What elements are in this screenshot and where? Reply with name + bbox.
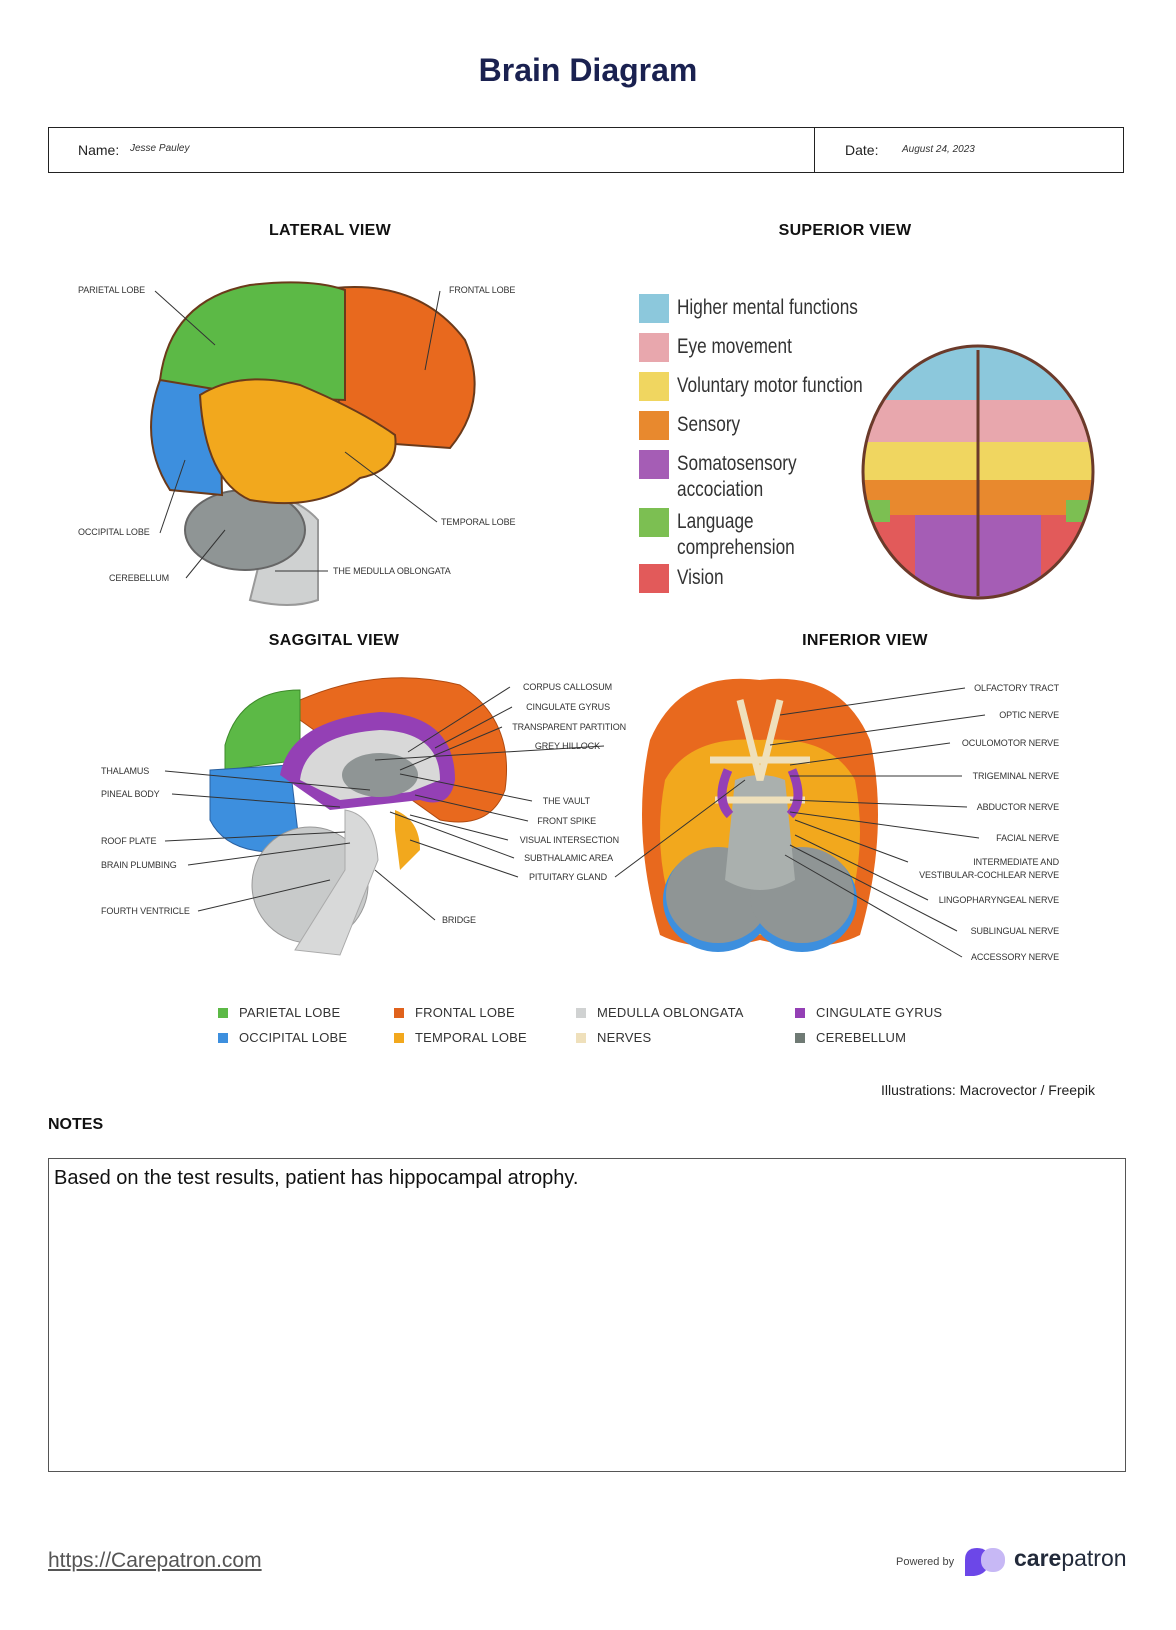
patient-info-box: Name: Jesse Pauley Date: August 24, 2023: [48, 127, 1124, 173]
label-pineal-body: PINEAL BODY: [101, 789, 160, 799]
carepatron-logo-icon: [965, 1548, 1005, 1576]
label-trigeminal-nerve: TRIGEMINAL NERVE: [972, 771, 1060, 781]
legend-label: CEREBELLUM: [816, 1030, 907, 1045]
label-front-spike: FRONT SPIKE: [537, 816, 596, 826]
brand-patron: patron: [1061, 1545, 1127, 1571]
legend-label: TEMPORAL LOBE: [415, 1030, 527, 1045]
carepatron-link[interactable]: https://Carepatron.com: [48, 1549, 262, 1572]
label-medulla-oblongata: THE MEDULLA OBLONGATA: [333, 566, 451, 576]
superior-legend-swatch: [639, 372, 669, 401]
legend-swatch: [795, 1008, 805, 1018]
name-label: Name:: [78, 142, 120, 158]
superior-legend-label: Language comprehension: [677, 510, 795, 559]
sagittal-view-heading: SAGGITAL VIEW: [268, 632, 400, 649]
superior-legend-swatch: [639, 450, 669, 479]
label-optic-nerve: OPTIC NERVE: [999, 710, 1059, 720]
superior-legend-swatch: [639, 564, 669, 593]
label-accessory-nerve: ACCESSORY NERVE: [970, 952, 1059, 962]
label-grey-hillock: GREY HILLOCK: [534, 741, 600, 751]
legend-swatch: [394, 1008, 404, 1018]
superior-legend-label: Eye movement: [677, 335, 792, 358]
legend-swatch: [218, 1008, 228, 1018]
label-subthalamic-area: SUBTHALAMIC AREA: [524, 853, 613, 863]
label-temporal-lobe: TEMPORAL LOBE: [441, 517, 516, 527]
label-cingulate-gyrus: CINGULATE GYRUS: [526, 702, 610, 712]
page-title: Brain Diagram: [478, 52, 698, 88]
superior-legend-swatch: [639, 411, 669, 440]
superior-legend-label: Voluntary motor function: [677, 374, 863, 397]
label-bridge: BRIDGE: [442, 915, 476, 925]
superior-legend-label: Higher mental functions: [677, 296, 858, 319]
label-frontal-lobe: FRONTAL LOBE: [449, 285, 516, 295]
superior-view-heading: SUPERIOR VIEW: [778, 222, 912, 239]
legend-label: CINGULATE GYRUS: [816, 1005, 943, 1020]
superior-legend-label: Vision: [677, 566, 724, 589]
legend-swatch: [576, 1033, 586, 1043]
inferior-brain-image: [642, 678, 878, 952]
label-vestibular-cochlear-nerve: VESTIBULAR-COCHLEAR NERVE: [919, 870, 1059, 880]
superior-legend-swatch: [639, 333, 669, 362]
label-parietal-lobe: PARIETAL LOBE: [78, 285, 146, 295]
lateral-leader-lines: [154, 290, 441, 579]
info-divider: [814, 128, 815, 172]
label-oculomotor-nerve: OCULOMOTOR NERVE: [961, 738, 1059, 748]
inferior-view-heading: INFERIOR VIEW: [802, 632, 928, 649]
label-thalamus: THALAMUS: [101, 766, 150, 776]
date-label: Date:: [845, 142, 879, 158]
superior-legend-label: Sensory: [677, 413, 741, 436]
sagittal-leader-lines: [164, 686, 605, 921]
lateral-view-heading: LATERAL VIEW: [268, 222, 392, 239]
legend-label: PARIETAL LOBE: [239, 1005, 341, 1020]
legend-swatch: [394, 1033, 404, 1043]
legend-label: OCCIPITAL LOBE: [239, 1030, 348, 1045]
name-field[interactable]: Jesse Pauley: [130, 143, 190, 154]
label-facial-nerve: FACIAL NERVE: [996, 833, 1059, 843]
illustration-credit: Illustrations: Macrovector / Freepik: [881, 1082, 1095, 1098]
superior-legend-label: Somatosensory accociation: [677, 452, 797, 501]
notes-textarea[interactable]: Based on the test results, patient has h…: [48, 1158, 1126, 1472]
label-sublingual-nerve: SUBLINGUAL NERVE: [970, 926, 1060, 936]
legend-swatch: [795, 1033, 805, 1043]
label-cerebellum: CEREBELLUM: [109, 573, 170, 583]
label-occipital-lobe: OCCIPITAL LOBE: [78, 527, 150, 537]
lateral-brain-image: [150, 281, 476, 606]
label-fourth-ventricle: FOURTH VENTRICLE: [101, 906, 190, 916]
legend-label: FRONTAL LOBE: [415, 1005, 515, 1020]
superior-legend-swatch: [639, 294, 669, 323]
label-visual-intersection: VISUAL INTERSECTION: [519, 835, 619, 845]
label-transparent-partition: TRANSPARENT PARTITION: [512, 722, 626, 732]
label-the-vault: THE VAULT: [542, 796, 590, 806]
label-abductor-nerve: ABDUCTOR NERVE: [976, 802, 1059, 812]
sagittal-brain-image: [209, 677, 508, 956]
legend-label: NERVES: [597, 1030, 652, 1045]
label-intermediate: INTERMEDIATE AND: [973, 857, 1059, 867]
powered-by-text: Powered by: [896, 1556, 955, 1568]
label-brain-plumbing: BRAIN PLUMBING: [101, 860, 177, 870]
legend-swatch: [576, 1008, 586, 1018]
legend-label: MEDULLA OBLONGATA: [597, 1005, 744, 1020]
label-corpus-callosum: CORPUS CALLOSUM: [522, 682, 612, 692]
superior-brain-image: [863, 346, 1093, 598]
inferior-leader-lines: [614, 687, 986, 958]
notes-heading: NOTES: [48, 1116, 104, 1133]
label-roof-plate: ROOF PLATE: [101, 836, 157, 846]
label-olfactory-tract: OLFACTORY TRACT: [974, 683, 1059, 693]
label-lingopharyngeal-nerve: LINGOPHARYNGEAL NERVE: [938, 895, 1059, 905]
brand-care: care: [1014, 1545, 1062, 1571]
superior-legend-swatch: [639, 508, 669, 537]
date-field[interactable]: August 24, 2023: [902, 144, 975, 155]
label-pituitary-gland: PITUITARY GLAND: [528, 872, 607, 882]
carepatron-brand: carepatron: [1014, 1545, 1127, 1572]
legend-swatch: [218, 1033, 228, 1043]
